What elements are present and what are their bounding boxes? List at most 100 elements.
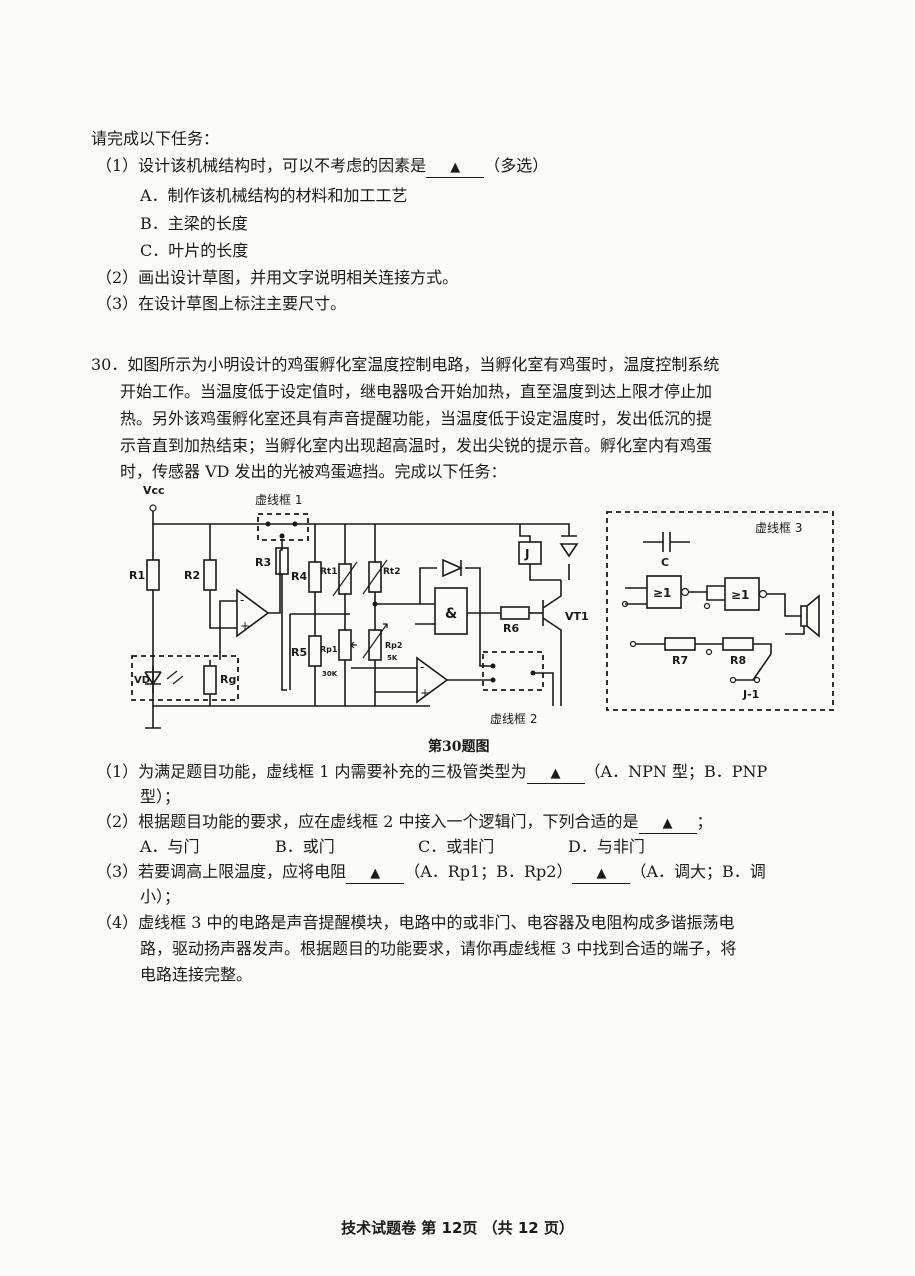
- box2-label: 虚线框 2: [490, 712, 537, 726]
- j1-label: J-1: [742, 688, 759, 701]
- q29-sub1-suffix: （多选）: [484, 156, 549, 175]
- answer-blank[interactable]: ▲: [426, 159, 485, 178]
- opamp2-inputs: [351, 667, 417, 693]
- q29-option-b: B．主梁的长度: [140, 214, 248, 233]
- opamp1-minus: -: [240, 593, 244, 607]
- r2-label: R2: [184, 569, 200, 582]
- nor1-inputs: [625, 587, 647, 605]
- q30-sub2-text: （2）根据题目功能的要求，应在虚线框 2 中接入一个逻辑门，下列合适的是: [96, 812, 639, 831]
- rt1-slash: [332, 561, 358, 597]
- rp1-value: 30K: [322, 670, 338, 678]
- nor2-out: [767, 593, 801, 617]
- rt2-slash: [362, 559, 388, 595]
- speaker-body: [800, 605, 808, 627]
- and-gate: [434, 587, 468, 635]
- capacitor-c: [643, 532, 690, 552]
- relay-wire: [519, 524, 561, 581]
- q29-sub1-text: （1）设计该机械结构时，可以不考虑的因素是: [96, 156, 427, 175]
- opamp-1: [236, 588, 270, 638]
- q29-sub2: （2）画出设计草图，并用文字说明相关连接方式。: [96, 268, 459, 287]
- sensor-box: [131, 655, 239, 701]
- r3-wire: [281, 574, 287, 691]
- q30-sub2-option-d: D．与非门: [568, 837, 645, 856]
- answer-blank[interactable]: ▲: [638, 815, 697, 834]
- rt1-label: Rt1: [320, 567, 338, 577]
- transistor-vt1: [542, 580, 562, 706]
- q30-sub2: （2）根据题目功能的要求，应在虚线框 2 中接入一个逻辑门，下列合适的是▲；: [96, 811, 713, 834]
- answer-blank[interactable]: ▲: [526, 765, 585, 784]
- vcc-terminal: [149, 504, 157, 512]
- box2-in-wire: [479, 613, 491, 667]
- r7-terminal: [629, 640, 637, 648]
- resistor-r7: [664, 637, 696, 651]
- opamp1-out-wire: [268, 550, 281, 614]
- q30-sub4-line-2: 路，驱动扬声器发声。根据题目的功能要求，请你再虚线框 3 中找到合适的端子，将: [140, 939, 737, 958]
- resistor-r3: [275, 547, 289, 575]
- q30-sub1-cont: 型）；: [140, 787, 181, 806]
- r7-r8-terminal: [705, 648, 713, 656]
- nor-link-terminal: [703, 602, 711, 610]
- box1-term-a: [265, 521, 271, 527]
- q30-sub3-text: （3）若要调高上限温度，应将电阻: [96, 862, 347, 881]
- resistor-r1: [146, 559, 160, 591]
- r3-label: R3: [255, 556, 271, 569]
- rp1-wiper: [350, 641, 357, 649]
- box1-term-c: [279, 533, 285, 539]
- box1-label: 虚线框 1: [255, 493, 302, 507]
- switch-j1: [735, 653, 772, 681]
- nor1-symbol: ≥1: [653, 586, 671, 600]
- box1-term-b: [292, 521, 298, 527]
- ground-symbol: [145, 706, 161, 729]
- q29-option-a: A．制作该机械结构的材料和加工工艺: [140, 186, 408, 205]
- q30-line-5: 时，传感器 VD 发出的光被鸡蛋遮挡。完成以下任务：: [120, 462, 507, 481]
- answer-blank[interactable]: ▲: [346, 865, 405, 884]
- resistor-r2: [203, 559, 217, 591]
- q29-option-c: C．叶片的长度: [140, 241, 249, 260]
- opamp1-plus: +: [240, 619, 250, 633]
- circuit-diagram: Vcc R1 R2 - + VD Rg 虚线框 1 R3 R4 R5 Rt1 R…: [129, 484, 834, 729]
- rt2-label: Rt2: [383, 567, 401, 577]
- intro-text: 请完成以下任务：: [91, 129, 220, 148]
- and-gate-symbol: &: [445, 606, 457, 622]
- q29-sub1: （1）设计该机械结构时，可以不考虑的因素是▲（多选）: [96, 155, 548, 178]
- r4-label: R4: [291, 570, 307, 583]
- resistor-rg: [203, 665, 217, 695]
- q30-sub2-option-a: A．与门: [140, 837, 200, 856]
- q30-sub3: （3）若要调高上限温度，应将电阻▲（A．Rp1；B．Rp2）▲（A．调大；B．调: [96, 861, 766, 884]
- q30-sub1-suffix: （A．NPN 型；B．PNP: [584, 762, 768, 781]
- top-rail: [152, 511, 520, 525]
- vd-label: VD: [134, 675, 150, 686]
- photodiode-vd: [144, 666, 162, 693]
- vcc-label: Vcc: [143, 484, 165, 497]
- nor-link: [689, 585, 725, 601]
- q30-sub1-text: （1）为满足题目功能，虚线框 1 内需要补充的三极管类型为: [96, 762, 527, 781]
- q30-line-3: 热。另外该鸡蛋孵化室还具有声音提醒功能，当温度低于设定温度时，发出低沉的提: [120, 409, 713, 428]
- j1-terminal-b: [753, 676, 761, 684]
- nor1-bubble: [680, 587, 690, 597]
- r1-label: R1: [129, 569, 145, 582]
- j-label: J: [524, 547, 529, 561]
- junction: [372, 601, 378, 607]
- r5-label: R5: [291, 646, 307, 659]
- q30-sub4-line-3: 电路连接完整。: [140, 965, 253, 984]
- q30-line-1: 30．如图所示为小明设计的鸡蛋孵化室温度控制电路，当孵化室有鸡蛋时，温度控制系统: [91, 355, 720, 374]
- q30-sub2-option-b: B．或门: [275, 837, 335, 856]
- q30-sub1: （1）为满足题目功能，虚线框 1 内需要补充的三极管类型为▲（A．NPN 型；B…: [96, 761, 767, 784]
- r5-wire: [289, 614, 316, 706]
- opamp1-inv-wire: [219, 600, 237, 660]
- box2-out-wire: [535, 672, 554, 706]
- flyback-diode: [520, 523, 579, 580]
- answer-blank[interactable]: ▲: [572, 865, 631, 884]
- r4-wire: [290, 524, 350, 615]
- rp1-label: Rp1: [320, 645, 338, 654]
- c-label: C: [661, 556, 669, 569]
- box2-term-b: [490, 677, 496, 683]
- nor1-terminal: [621, 600, 629, 608]
- dashed-box-1: [257, 513, 309, 541]
- opamp-2: [416, 656, 449, 704]
- j1-terminal-a: [729, 676, 737, 684]
- resistor-r6: [500, 606, 530, 620]
- box3-label: 虚线框 3: [755, 521, 802, 535]
- light-arrows: [166, 670, 184, 685]
- r8-wire: [753, 643, 772, 654]
